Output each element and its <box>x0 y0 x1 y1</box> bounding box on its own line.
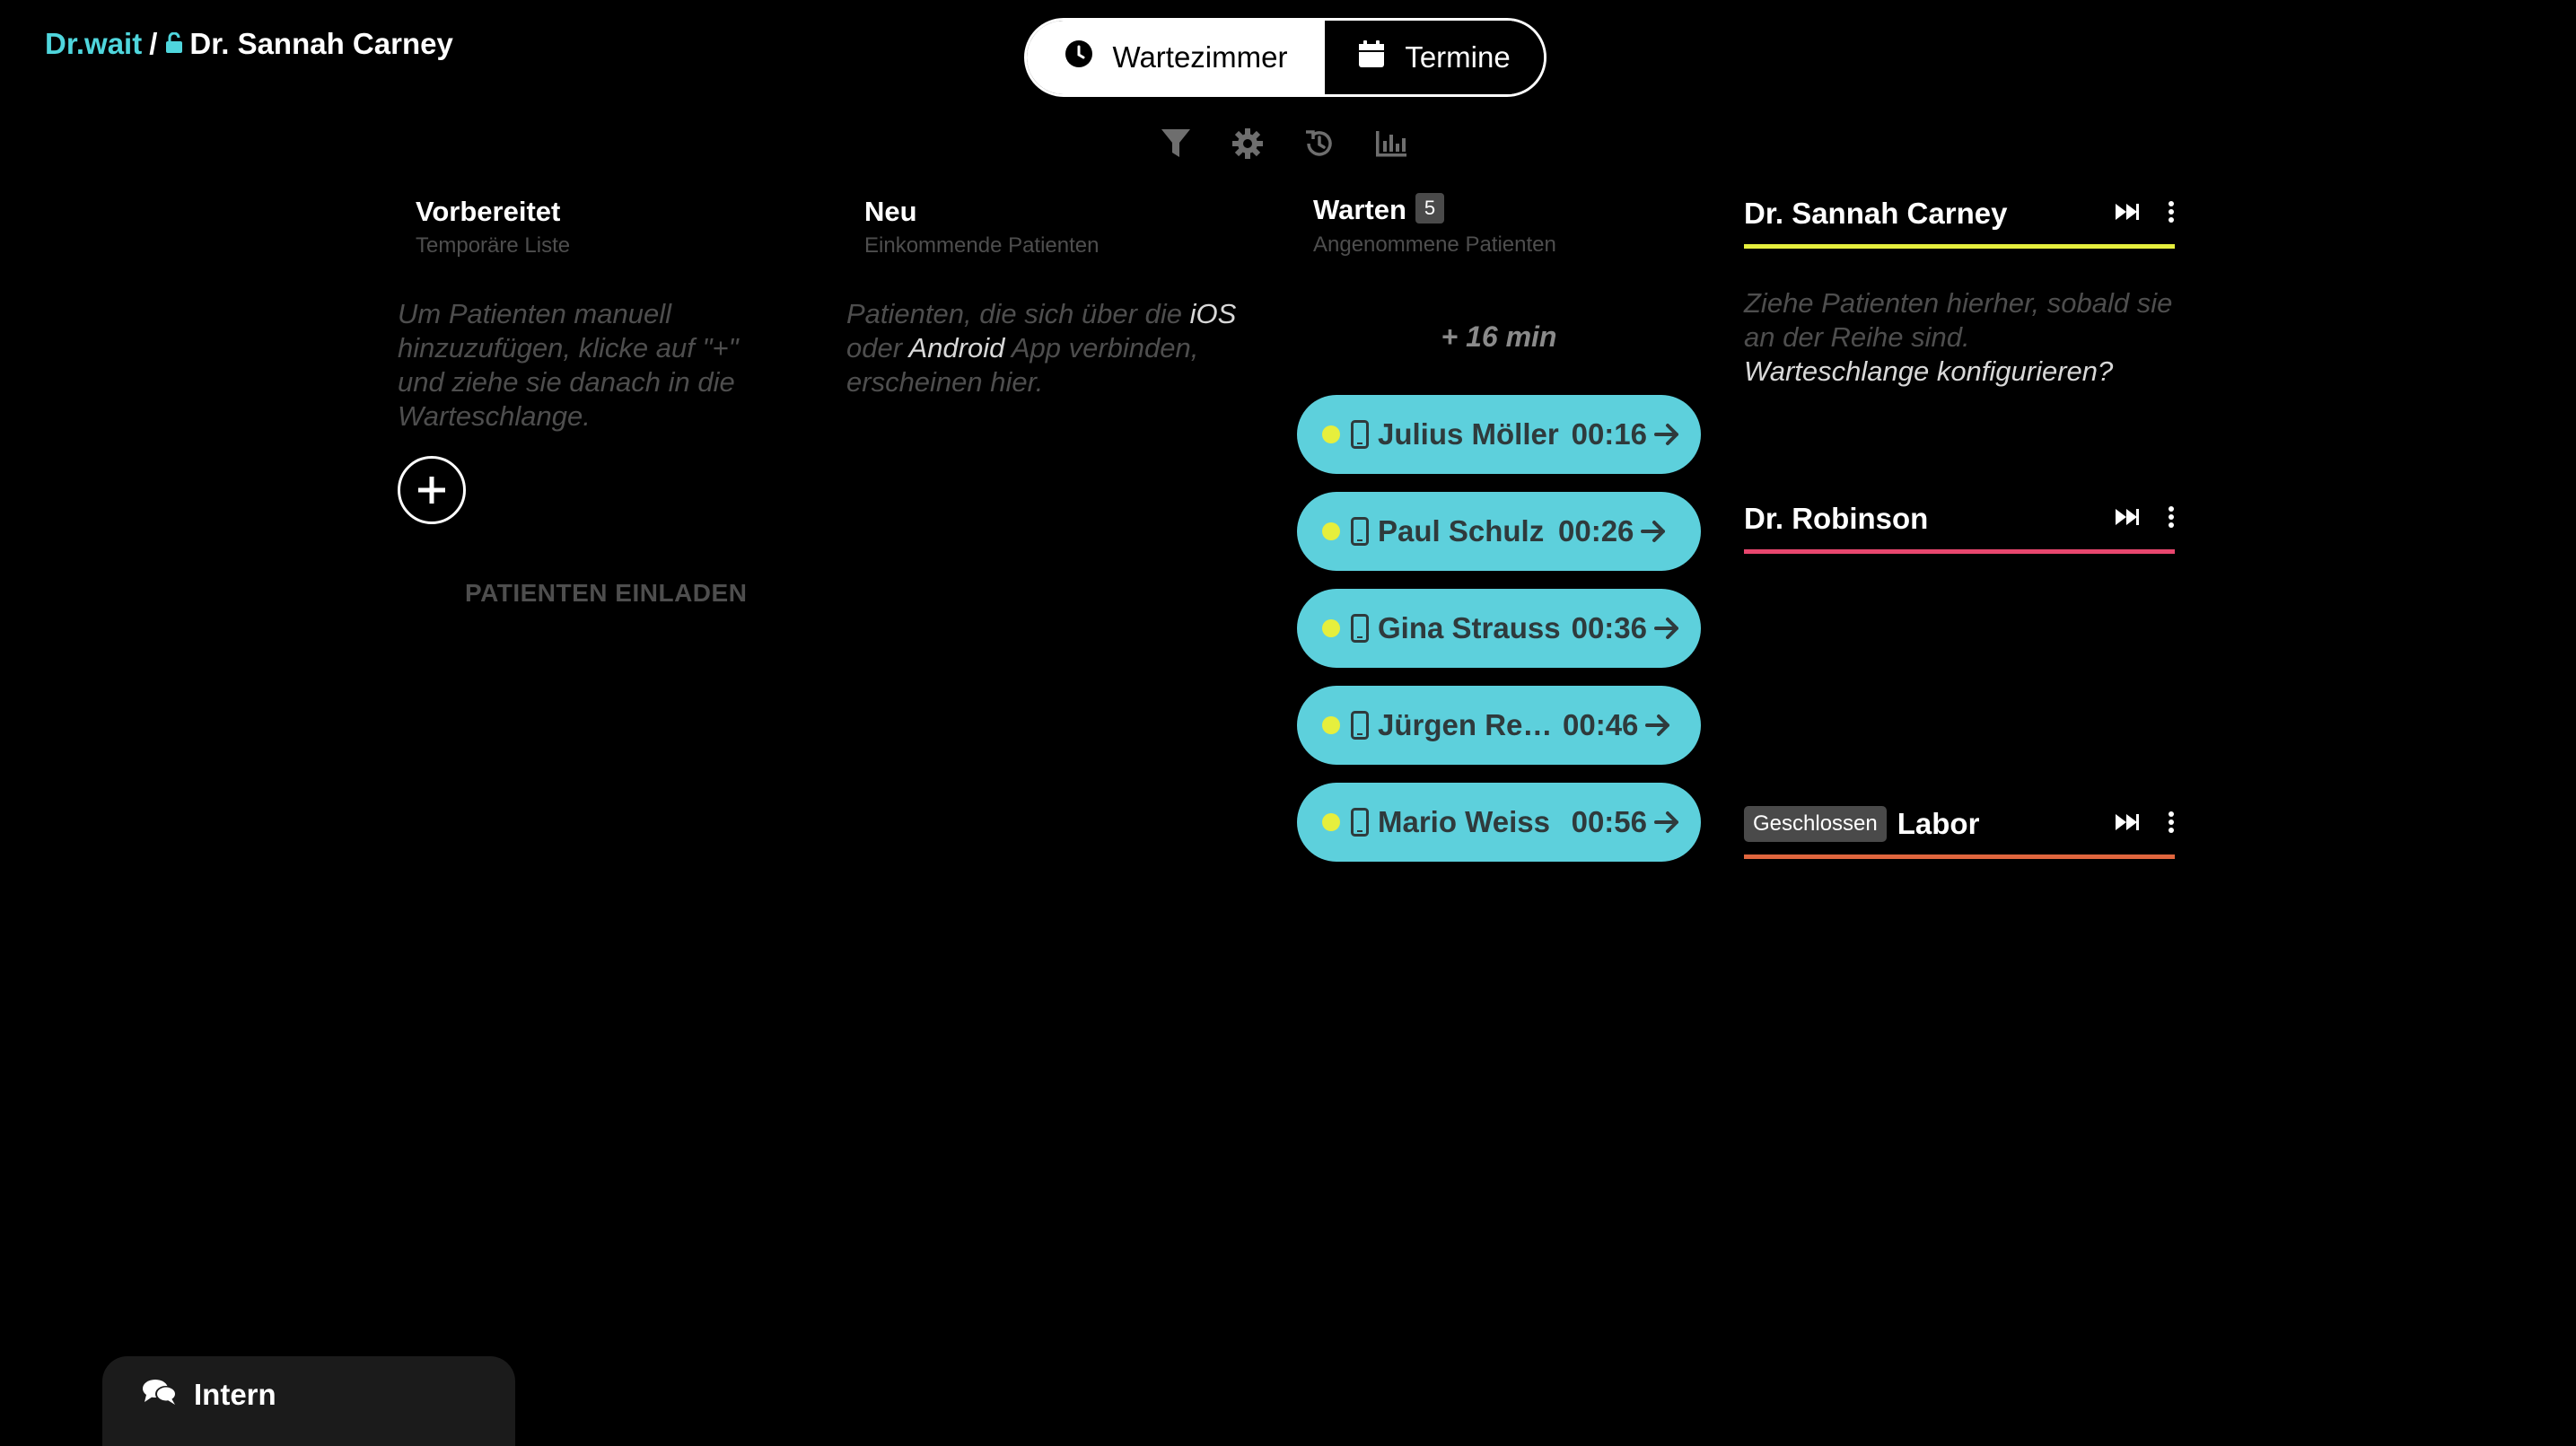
status-dot <box>1322 813 1340 831</box>
smartphone-icon <box>1351 614 1369 643</box>
column-subtitle: Angenommene Patienten <box>1313 232 1556 257</box>
stats-icon[interactable] <box>1373 126 1409 162</box>
column-subtitle: Einkommende Patienten <box>864 233 1100 258</box>
smartphone-icon <box>1351 808 1369 837</box>
queue-title: Labor <box>1897 807 1980 840</box>
hint-text: App verbinden, erscheinen hier. <box>846 332 1199 398</box>
patient-wait-time: 00:26 <box>1558 514 1634 548</box>
arrow-right-icon[interactable] <box>1641 519 1668 544</box>
patient-name: Gina Strauss <box>1378 611 1561 644</box>
queue-hint-text: Ziehe Patienten hierher, sobald sie an d… <box>1744 287 2173 353</box>
arrow-right-icon[interactable] <box>1645 713 1672 738</box>
breadcrumb-separator: / <box>149 27 158 60</box>
fast-forward-icon[interactable] <box>2114 812 2141 837</box>
breadcrumb: Dr.wait / Dr. Sannah Carney <box>45 27 453 61</box>
toolbar <box>1158 126 1409 162</box>
queue-hint: Ziehe Patienten hierher, sobald sie an d… <box>1744 286 2175 389</box>
tab-termine-label: Termine <box>1405 40 1511 74</box>
view-switch: Wartezimmer Termine <box>1024 18 1546 97</box>
queue-header: Dr. Sannah Carney <box>1744 188 2175 239</box>
queue-color-line <box>1744 244 2175 249</box>
plus-icon <box>418 477 445 504</box>
history-icon[interactable] <box>1301 126 1337 162</box>
status-dot <box>1322 425 1340 443</box>
tab-wartezimmer[interactable]: Wartezimmer <box>1027 21 1325 94</box>
count-badge: 5 <box>1415 192 1445 223</box>
breadcrumb-current: Dr. Sannah Carney <box>189 27 453 60</box>
patient-name: Jürgen Reimann <box>1378 708 1557 741</box>
tab-wartezimmer-label: Wartezimmer <box>1112 40 1288 74</box>
column-title: Warten 5 <box>1313 192 1556 227</box>
patient-card[interactable]: Paul Schulz 00:26 <box>1297 492 1701 571</box>
patient-wait-time: 00:16 <box>1571 417 1647 451</box>
queue-header: Dr. Robinson <box>1744 494 2175 544</box>
patient-wait-time: 00:56 <box>1571 805 1647 838</box>
patient-card[interactable]: Gina Strauss 00:36 <box>1297 589 1701 668</box>
neu-hint: Patienten, die sich über die iOS oder An… <box>846 297 1268 399</box>
tab-termine[interactable]: Termine <box>1325 21 1544 94</box>
arrow-right-icon[interactable] <box>1654 422 1681 447</box>
queue-labor: Geschlossen Labor <box>1744 799 2175 859</box>
unlock-icon[interactable] <box>164 27 184 61</box>
clock-icon <box>1065 39 1093 75</box>
more-options-icon[interactable] <box>2168 505 2175 533</box>
column-neu-header: Neu Einkommende Patienten <box>864 196 1100 259</box>
extra-wait-time: + 16 min <box>1441 320 1557 353</box>
column-warten-header: Warten 5 Angenommene Patienten <box>1313 192 1556 258</box>
android-link[interactable]: Android <box>908 332 1005 364</box>
patient-wait-time: 00:46 <box>1563 708 1639 741</box>
queue-title: Dr. Robinson <box>1744 502 1929 535</box>
more-options-icon[interactable] <box>2168 811 2175 838</box>
patient-card[interactable]: Mario Weiss 00:56 <box>1297 783 1701 862</box>
ios-link[interactable]: iOS <box>1189 298 1237 329</box>
invite-patients-button[interactable]: PATIENTEN EINLADEN <box>465 579 748 607</box>
patient-card[interactable]: Jürgen Reimann 00:46 <box>1297 686 1701 765</box>
chat-icon <box>142 1378 178 1414</box>
arrow-right-icon[interactable] <box>1654 810 1681 835</box>
patient-name: Mario Weiss <box>1378 805 1550 838</box>
status-badge: Geschlossen <box>1744 806 1887 842</box>
smartphone-icon <box>1351 517 1369 546</box>
queue-color-line <box>1744 549 2175 554</box>
column-title: Vorbereitet <box>416 196 561 227</box>
smartphone-icon <box>1351 420 1369 449</box>
queue-title: Dr. Sannah Carney <box>1744 197 2008 230</box>
column-title: Neu <box>864 196 917 227</box>
status-dot <box>1322 716 1340 734</box>
queue-header: Geschlossen Labor <box>1744 799 2175 849</box>
arrow-right-icon[interactable] <box>1654 616 1681 641</box>
patient-name: Paul Schulz <box>1378 514 1545 548</box>
queue-dr-robinson: Dr. Robinson <box>1744 494 2175 554</box>
column-subtitle: Temporäre Liste <box>416 233 571 258</box>
intern-chat-tab[interactable]: Intern <box>102 1356 515 1446</box>
smartphone-icon <box>1351 711 1369 740</box>
patient-card[interactable]: Julius Möller 00:16 <box>1297 395 1701 474</box>
status-dot <box>1322 619 1340 637</box>
status-dot <box>1322 522 1340 540</box>
configure-queue-link[interactable]: Warteschlange konfigurieren? <box>1744 355 2114 387</box>
fast-forward-icon[interactable] <box>2114 202 2141 226</box>
queue-dr-sannah-carney: Dr. Sannah Carney Ziehe Patienten hierhe… <box>1744 188 2175 389</box>
hint-text: Patienten, die sich über die <box>846 298 1190 329</box>
gear-icon[interactable] <box>1230 126 1266 162</box>
patient-name: Julius Möller <box>1378 417 1559 451</box>
column-vorbereitet-header: Vorbereitet Temporäre Liste <box>416 196 570 259</box>
vorbereitet-hint: Um Patienten manuell hinzuzufügen, klick… <box>398 298 739 432</box>
more-options-icon[interactable] <box>2168 200 2175 228</box>
add-patient-button[interactable] <box>398 456 466 524</box>
column-title-text: Warten <box>1313 194 1406 225</box>
fast-forward-icon[interactable] <box>2114 507 2141 531</box>
filter-icon[interactable] <box>1158 126 1194 162</box>
queue-color-line <box>1744 854 2175 859</box>
hint-text: oder <box>846 332 909 364</box>
patient-wait-time: 00:36 <box>1571 611 1647 644</box>
calendar-icon <box>1358 39 1385 75</box>
intern-label: Intern <box>194 1378 276 1411</box>
brand-link[interactable]: Dr.wait <box>45 27 143 60</box>
